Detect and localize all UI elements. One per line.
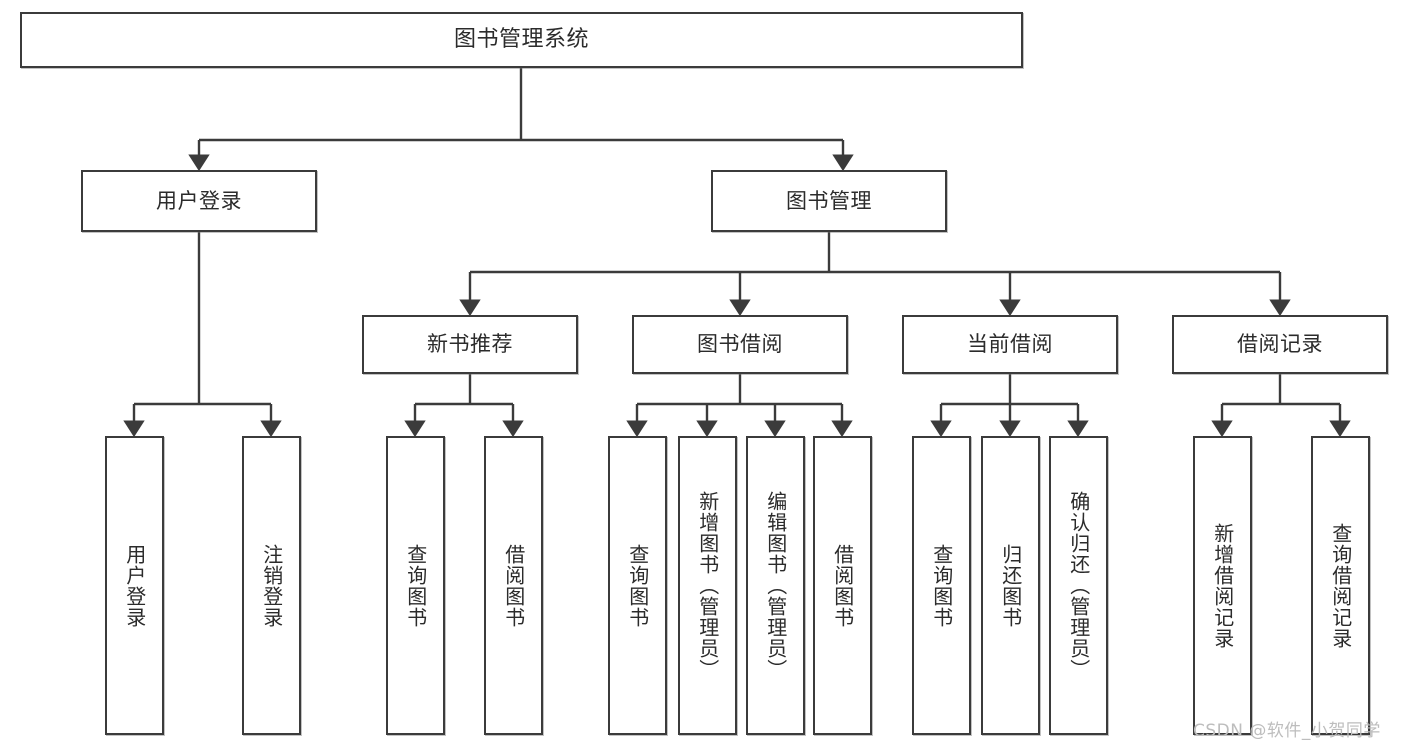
node-leaf-add-borrow-record[interactable]: 新增借阅记录 — [1193, 436, 1252, 735]
node-label: 查询图书 — [403, 543, 428, 628]
node-current-borrowing[interactable]: 当前借阅 — [902, 315, 1118, 374]
node-leaf-query-borrow-record[interactable]: 查询借阅记录 — [1311, 436, 1370, 735]
node-label: 查询借阅记录 — [1328, 522, 1353, 649]
node-leaf-return-book[interactable]: 归还图书 — [981, 436, 1040, 735]
node-leaf-query-book-borrow[interactable]: 查询图书 — [608, 436, 667, 735]
node-label: 新书推荐 — [427, 332, 513, 357]
node-label: 确认归还（管理员） — [1066, 491, 1091, 680]
node-leaf-edit-book-admin[interactable]: 编辑图书（管理员） — [746, 436, 805, 735]
node-label: 用户登录 — [122, 543, 147, 628]
node-leaf-user-login[interactable]: 用户登录 — [105, 436, 164, 735]
node-label: 注销登录 — [259, 543, 284, 628]
node-label: 借阅记录 — [1237, 332, 1323, 357]
node-new-book-recommendation[interactable]: 新书推荐 — [362, 315, 578, 374]
node-label: 借阅图书 — [501, 543, 526, 628]
node-user-login[interactable]: 用户登录 — [81, 170, 317, 232]
node-book-borrowing[interactable]: 图书借阅 — [632, 315, 848, 374]
node-label: 图书管理系统 — [453, 27, 589, 53]
node-label: 图书借阅 — [697, 332, 783, 357]
csdn-watermark: CSDN @软件_小贺同学 — [1193, 721, 1381, 741]
node-leaf-borrow-book-new-rec[interactable]: 借阅图书 — [484, 436, 543, 735]
node-label: 当前借阅 — [967, 332, 1053, 357]
node-label: 编辑图书（管理员） — [763, 491, 788, 680]
node-label: 查询图书 — [929, 543, 954, 628]
node-label: 借阅图书 — [830, 543, 855, 628]
node-borrowing-record[interactable]: 借阅记录 — [1172, 315, 1388, 374]
node-root-book-management-system[interactable]: 图书管理系统 — [20, 12, 1023, 68]
node-label: 新增图书（管理员） — [695, 491, 720, 680]
node-label: 归还图书 — [998, 543, 1023, 628]
node-leaf-confirm-return-admin[interactable]: 确认归还（管理员） — [1049, 436, 1108, 735]
node-label: 图书管理 — [786, 188, 872, 213]
node-leaf-logout-login[interactable]: 注销登录 — [242, 436, 301, 735]
node-leaf-query-book-new-rec[interactable]: 查询图书 — [386, 436, 445, 735]
node-leaf-borrow-book-borrow[interactable]: 借阅图书 — [813, 436, 872, 735]
node-label: 查询图书 — [625, 543, 650, 628]
node-book-management[interactable]: 图书管理 — [711, 170, 947, 232]
node-label: 用户登录 — [156, 188, 242, 213]
node-leaf-add-book-admin[interactable]: 新增图书（管理员） — [678, 436, 737, 735]
node-leaf-query-book-current[interactable]: 查询图书 — [912, 436, 971, 735]
node-label: 新增借阅记录 — [1210, 522, 1235, 649]
